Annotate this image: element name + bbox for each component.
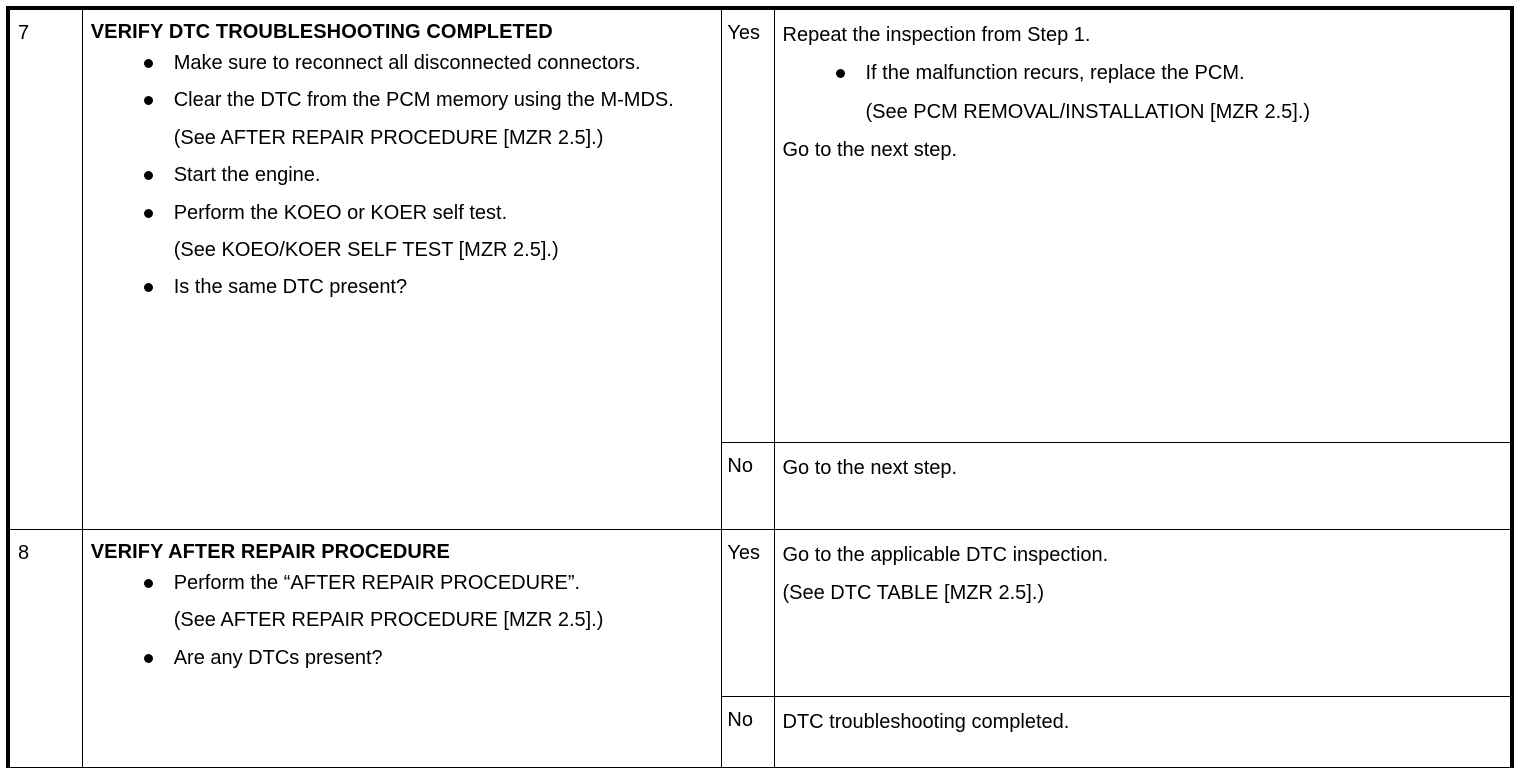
answer-label-cell-7-yes: Yes (721, 7, 775, 443)
list-item: If the malfunction recurs, replace the P… (783, 60, 1501, 86)
step-body-list-8: Perform the “AFTER REPAIR PROCEDURE”. (S… (91, 570, 712, 671)
list-item: Perform the KOEO or KOER self test. (91, 200, 712, 226)
table-row: No DTC troubleshooting completed. (8, 696, 1513, 768)
result-text: Go to the next step. (782, 139, 958, 162)
list-item: Are any DTCs present? (91, 645, 712, 671)
answer-label-no: No (727, 709, 753, 731)
answer-label-cell-8-no: No (721, 696, 775, 768)
result-text: Repeat the inspection from Step 1. (782, 24, 1091, 46)
reference-note: (See PCM REMOVAL/INSTALLATION [MZR 2.5].… (865, 100, 1311, 123)
step-number-cell-8: 8 (7, 529, 83, 768)
result-list: If the malfunction recurs, replace the P… (783, 60, 1501, 125)
result-cell-7-no: Go to the next step. (773, 442, 1513, 530)
step-body-list-7: Make sure to reconnect all disconnected … (91, 50, 712, 301)
step-heading-7: VERIFY DTC TROUBLESHOOTING COMPLETED (90, 21, 553, 43)
step-heading-8: VERIFY AFTER REPAIR PROCEDURE (90, 541, 450, 563)
list-item: Start the engine. (91, 162, 712, 188)
step-number-7: 7 (18, 22, 30, 44)
result-text: Go to the applicable DTC inspection. (782, 544, 1109, 566)
list-item: Clear the DTC from the PCM memory using … (91, 87, 712, 113)
dtc-troubleshooting-table: 7 VERIFY DTC TROUBLESHOOTING COMPLETED M… (6, 6, 1514, 768)
step-number-8: 8 (18, 542, 30, 564)
table-row: No Go to the next step. (8, 442, 1513, 530)
reference-note: (See AFTER REPAIR PROCEDURE [MZR 2.5].) (173, 609, 604, 632)
answer-label-yes: Yes (727, 22, 761, 44)
answer-label-yes: Yes (727, 542, 761, 564)
reference-note: (See KOEO/KOER SELF TEST [MZR 2.5].) (173, 238, 559, 261)
result-cell-8-no: DTC troubleshooting completed. (773, 696, 1513, 768)
result-cell-7-yes: Repeat the inspection from Step 1. If th… (773, 7, 1513, 443)
table-row: 8 VERIFY AFTER REPAIR PROCEDURE Perform … (7, 529, 1513, 768)
result-text: DTC troubleshooting completed. (782, 711, 1070, 733)
result-text: Go to the next step. (782, 457, 958, 479)
step-number-cell-7: 7 (7, 7, 83, 530)
reference-note: (See DTC TABLE [MZR 2.5].) (782, 582, 1045, 605)
list-item: Perform the “AFTER REPAIR PROCEDURE”. (91, 570, 712, 596)
list-item: Is the same DTC present? (91, 274, 712, 300)
list-item: Make sure to reconnect all disconnected … (91, 50, 712, 76)
answer-label-cell-7-no: No (721, 442, 775, 530)
result-cell-8-yes: Go to the applicable DTC inspection. (Se… (773, 529, 1513, 697)
reference-note: (See AFTER REPAIR PROCEDURE [MZR 2.5].) (173, 126, 604, 149)
answer-label-no: No (727, 455, 753, 477)
table-row: 7 VERIFY DTC TROUBLESHOOTING COMPLETED M… (7, 7, 1513, 530)
step-body-cell-7: VERIFY DTC TROUBLESHOOTING COMPLETED Mak… (81, 7, 723, 530)
step-body-cell-8: VERIFY AFTER REPAIR PROCEDURE Perform th… (81, 529, 723, 768)
answer-label-cell-8-yes: Yes (721, 529, 775, 697)
